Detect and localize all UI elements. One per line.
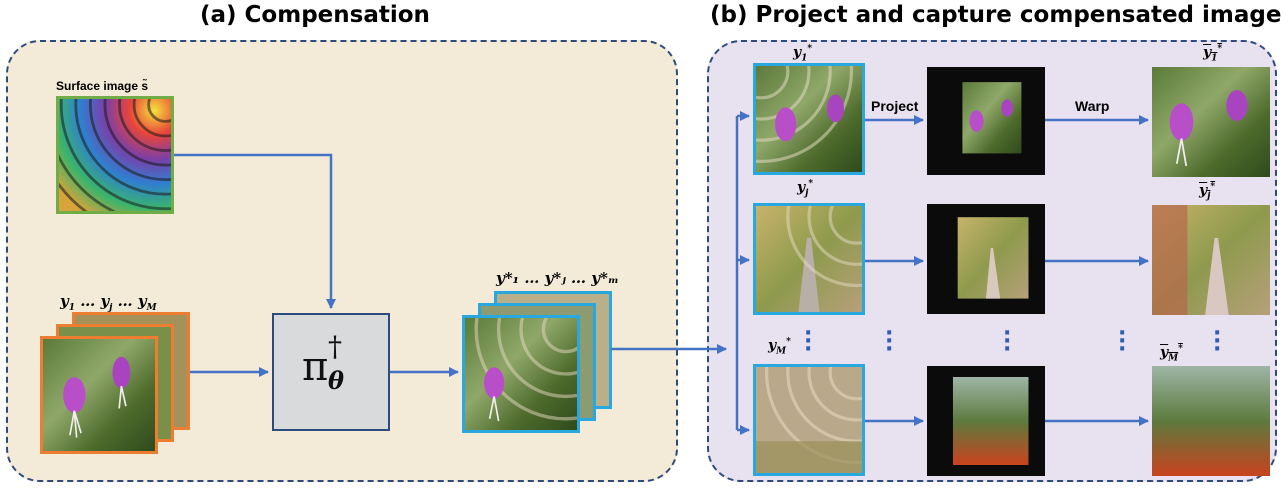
ellipsis-dots-3: ··· [1003, 321, 1012, 362]
project-label: Project [871, 98, 919, 114]
row1-warped-label: y1* [1203, 44, 1223, 64]
rowj-compensated-image [753, 203, 865, 315]
ellipsis-dots-5: ··· [1213, 321, 1222, 362]
input-image-front [40, 336, 158, 454]
warp-label: Warp [1075, 98, 1110, 114]
row1-compensated-image [753, 63, 865, 175]
ellipsis-dots-1: ··· [804, 321, 813, 362]
rowM-compensated-label: yM* [768, 337, 791, 357]
rowM-compensated-image [753, 364, 865, 476]
rowM-warped-label: yM* [1160, 344, 1183, 364]
compensated-image-front [462, 315, 580, 433]
panel-a-title: (a) Compensation [200, 2, 430, 28]
rowj-captured-image [927, 204, 1045, 314]
row1-captured-image [927, 67, 1045, 175]
compensation-network-block [272, 313, 390, 431]
surface-image [56, 96, 174, 214]
row1-compensated-label: y1* [793, 44, 813, 64]
row1-warped-image [1152, 67, 1270, 177]
panel-b-title: (b) Project and capture compensated imag… [710, 2, 1281, 28]
surface-image-label: Surface image s̃ [56, 79, 149, 93]
rowM-warped-image [1152, 366, 1270, 476]
rowj-compensated-label: yj* [797, 179, 814, 199]
rowj-warped-image [1152, 205, 1270, 315]
input-images-label: y1 … yj … yM [60, 292, 157, 313]
rowM-captured-image [927, 366, 1045, 476]
ellipsis-dots-2: ··· [885, 321, 894, 362]
rowj-warped-label: yj* [1199, 182, 1216, 202]
compensation-network-symbol: π†θ [302, 330, 345, 395]
ellipsis-dots-4: ··· [1118, 321, 1127, 362]
compensated-images-label: y*₁ … y*ⱼ … y*ₘ [496, 269, 619, 287]
